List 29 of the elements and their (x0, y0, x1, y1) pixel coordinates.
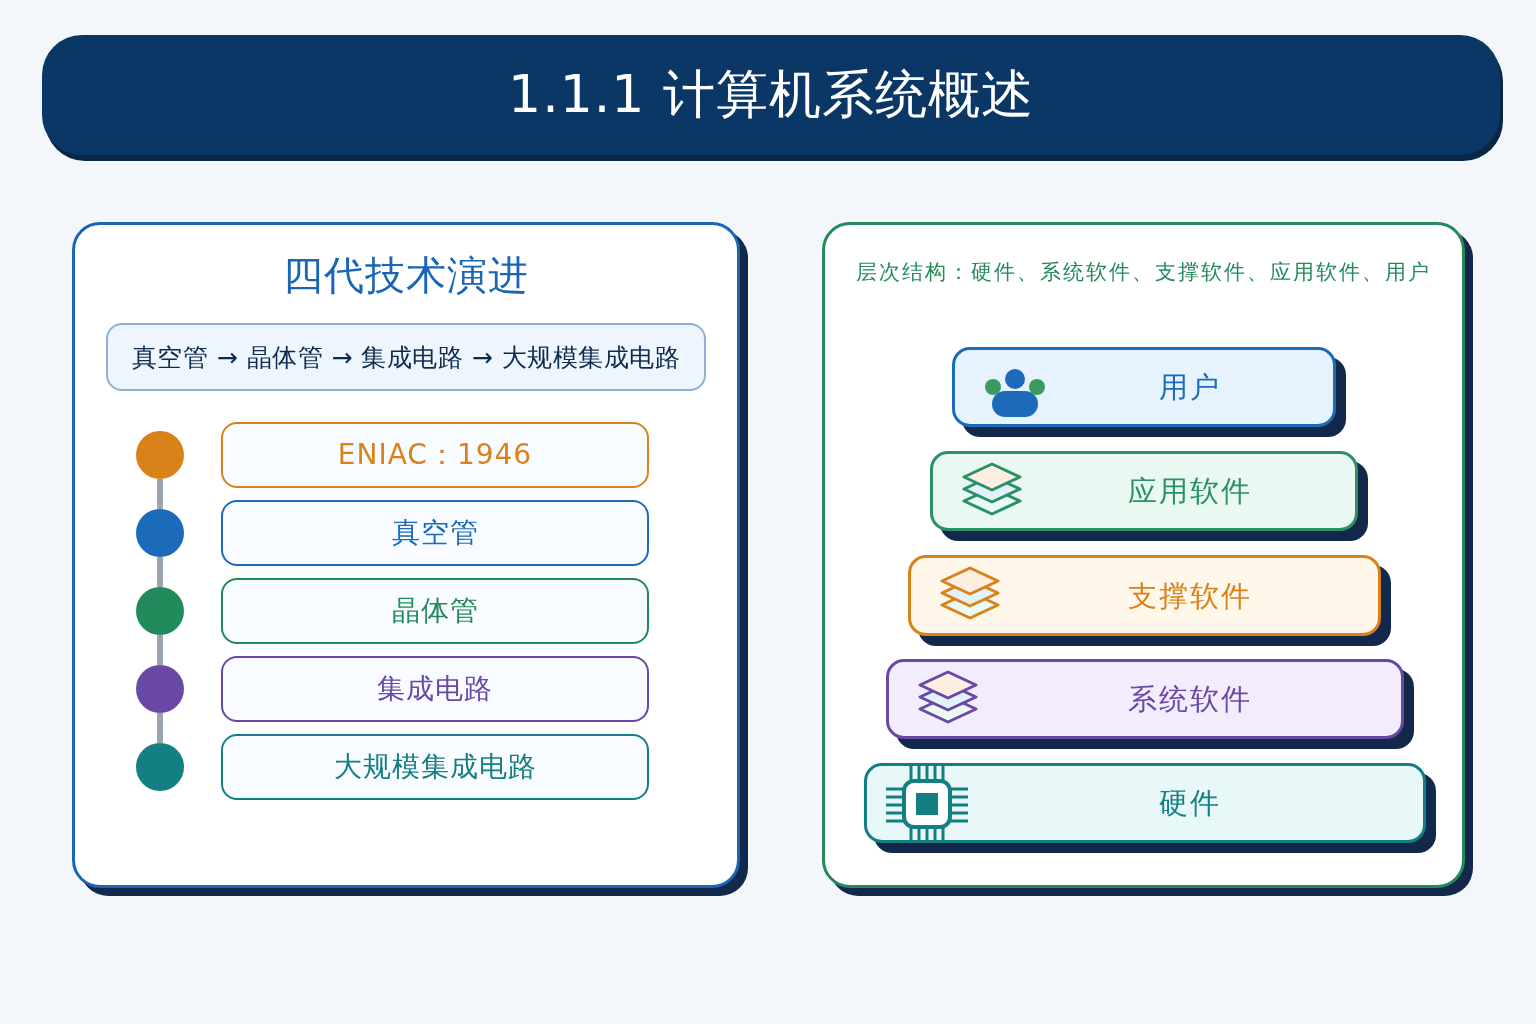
evolution-summary: 真空管 → 晶体管 → 集成电路 → 大规模集成电路 (131, 341, 681, 374)
layer-label: 硬件 (1158, 785, 1222, 822)
timeline-card (221, 656, 649, 722)
generation-label: 真空管 (391, 515, 479, 551)
timeline-card (221, 500, 649, 566)
timeline-dot (136, 587, 184, 635)
generation-label: 大规模集成电路 (333, 749, 537, 785)
panel-heading: 层次结构：硬件、系统软件、支撑软件、应用软件、用户 (855, 259, 1432, 286)
timeline-connector (157, 557, 163, 587)
generation-label: 晶体管 (391, 593, 479, 629)
layer-label: 系统软件 (1127, 681, 1253, 718)
panel-heading: 四代技术演进 (282, 251, 530, 300)
timeline-card (221, 734, 649, 800)
generation-label: ENIAC：1946 (337, 437, 533, 473)
timeline-dot (136, 509, 184, 557)
timeline-card (221, 422, 649, 488)
generation-label: 集成电路 (377, 671, 493, 707)
layer-label: 应用软件 (1127, 473, 1253, 510)
title: 1.1.1 计算机系统概述 (508, 63, 1034, 126)
layer-label: 支撑软件 (1127, 577, 1253, 615)
timeline-connector (157, 713, 163, 743)
timeline-dot (136, 743, 184, 791)
timeline-dot (136, 431, 184, 479)
timeline-card (221, 578, 649, 644)
timeline-connector (157, 635, 163, 665)
timeline-connector (157, 479, 163, 509)
summary-banner (106, 323, 706, 391)
layer-label: 用户 (1158, 369, 1222, 406)
timeline-dot (136, 665, 184, 713)
